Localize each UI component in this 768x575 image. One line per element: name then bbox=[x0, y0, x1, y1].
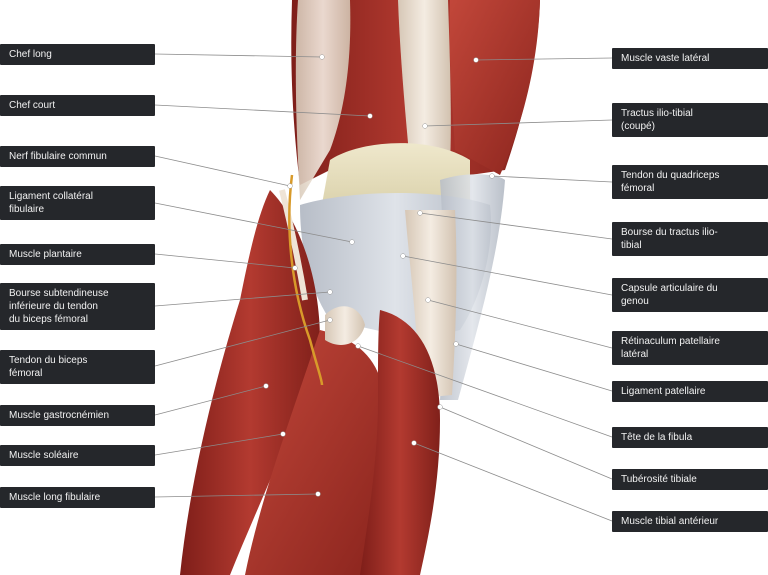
iliotibial-tract-shape bbox=[398, 0, 451, 165]
marker-tibial-anterieur bbox=[411, 440, 417, 446]
label-muscle-vaste-lateral: Muscle vaste latéral bbox=[612, 48, 768, 69]
common-fibular-nerve-shape bbox=[288, 174, 324, 386]
label-muscle-gastrocnemien: Muscle gastrocnémien bbox=[0, 405, 155, 426]
marker-ligament-collateral bbox=[349, 239, 355, 245]
label-tuberosite-tibiale: Tubérosité tibiale bbox=[612, 469, 768, 490]
label-nerf-fibulaire-commun: Nerf fibulaire commun bbox=[0, 146, 155, 167]
label-tractus-ilio-tibial: Tractus ilio-tibial (coupé) bbox=[612, 103, 768, 137]
peroneus-shape bbox=[245, 330, 386, 575]
plantaris-tendon-shape bbox=[279, 189, 308, 301]
marker-soleaire bbox=[280, 431, 286, 437]
marker-tractus bbox=[422, 123, 428, 129]
label-bourse-subtendineuse: Bourse subtendineuse inférieure du tendo… bbox=[0, 283, 155, 330]
marker-bourse-tractus bbox=[417, 210, 423, 216]
marker-nerf-fibulaire bbox=[287, 183, 293, 189]
marker-gastrocnemien bbox=[263, 383, 269, 389]
label-tendon-biceps-femoral: Tendon du biceps fémoral bbox=[0, 350, 155, 384]
marker-ligament-patellaire bbox=[453, 341, 459, 347]
marker-chef-court bbox=[367, 113, 373, 119]
label-tete-fibula: Tête de la fibula bbox=[612, 427, 768, 448]
marker-retinaculum bbox=[425, 297, 431, 303]
vastus-lateralis-shape bbox=[449, 0, 540, 175]
marker-chef-long bbox=[319, 54, 325, 60]
label-chef-court: Chef court bbox=[0, 95, 155, 116]
label-muscle-soleaire: Muscle soléaire bbox=[0, 445, 155, 466]
label-bourse-tractus: Bourse du tractus ilio- tibial bbox=[612, 222, 768, 256]
label-capsule-articulaire: Capsule articulaire du genou bbox=[612, 278, 768, 312]
label-chef-long: Chef long bbox=[0, 44, 155, 65]
marker-tuberosite bbox=[437, 404, 443, 410]
tibialis-anterior-shape bbox=[360, 310, 440, 575]
marker-tendon-biceps bbox=[327, 317, 333, 323]
marker-vaste-lateral bbox=[473, 57, 479, 63]
marker-bourse-subtendineuse bbox=[327, 289, 333, 295]
marker-tendon-quadriceps bbox=[489, 173, 495, 179]
label-muscle-plantaire: Muscle plantaire bbox=[0, 244, 155, 265]
marker-tete-fibula bbox=[355, 343, 361, 349]
label-retinaculum-patellaire: Rétinaculum patellaire latéral bbox=[612, 331, 768, 365]
fibula-head-shape bbox=[325, 306, 365, 345]
label-muscle-long-fibulaire: Muscle long fibulaire bbox=[0, 487, 155, 508]
label-ligament-collateral-fibulaire: Ligament collatéral fibulaire bbox=[0, 186, 155, 220]
gastrocnemius-shape bbox=[180, 190, 320, 575]
marker-long-fibulaire bbox=[315, 491, 321, 497]
marker-capsule bbox=[400, 253, 406, 259]
biceps-long-head-shape bbox=[295, 0, 351, 200]
marker-plantaire bbox=[292, 265, 298, 271]
label-ligament-patellaire: Ligament patellaire bbox=[612, 381, 768, 402]
label-muscle-tibial-anterieur: Muscle tibial antérieur bbox=[612, 511, 768, 532]
label-tendon-quadriceps: Tendon du quadriceps fémoral bbox=[612, 165, 768, 199]
